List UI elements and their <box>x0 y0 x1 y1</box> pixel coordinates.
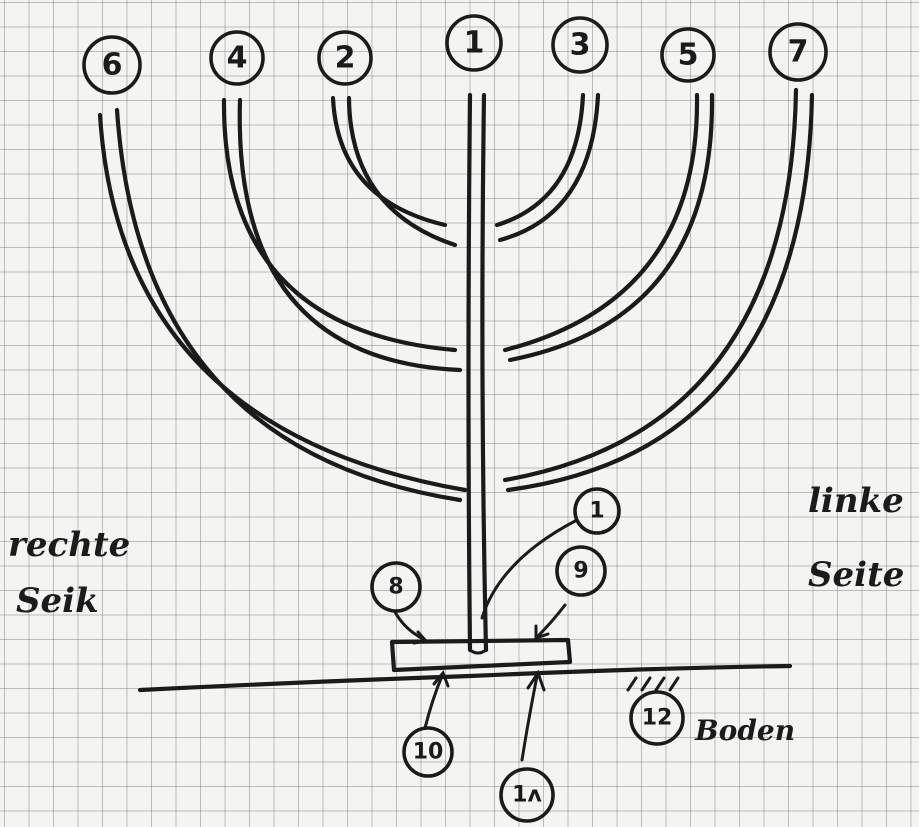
label-bubble-12: 12 <box>629 690 685 746</box>
label-3: 3 <box>570 28 591 63</box>
right-side-label-line2: Seik <box>16 581 99 621</box>
label-trunk: 1 <box>589 499 604 524</box>
label-bubble-2: 2 <box>317 30 373 86</box>
label-10: 10 <box>413 740 444 765</box>
leader-arrows <box>393 518 579 762</box>
base-plate <box>389 637 573 673</box>
label-6: 6 <box>102 48 123 83</box>
label-bubble-11: 1ʌ <box>499 767 555 823</box>
ground-label: Boden <box>694 714 795 747</box>
label-1: 1 <box>464 26 485 61</box>
branch-7-arms <box>502 87 815 493</box>
trunk <box>466 92 489 655</box>
label-11: 1ʌ <box>512 783 542 808</box>
label-bubble-8: 8 <box>370 561 422 613</box>
label-8: 8 <box>388 575 403 600</box>
label-bubble-5: 5 <box>660 27 716 83</box>
branch-4-arms <box>221 97 463 373</box>
ground-line <box>137 663 793 693</box>
label-bubble-trunk: 1 <box>573 487 621 535</box>
branch-5-arms <box>502 92 715 363</box>
branch-2-arms <box>330 95 458 248</box>
label-bubble-10: 10 <box>402 726 454 778</box>
label-bubble-3: 3 <box>551 16 609 74</box>
label-bubble-4: 4 <box>209 30 265 86</box>
label-5: 5 <box>678 38 699 73</box>
branch-3-arms <box>494 92 601 243</box>
label-bubble-6: 6 <box>82 35 142 95</box>
label-9: 9 <box>573 559 588 584</box>
branch-6-arms <box>97 107 468 503</box>
label-4: 4 <box>227 41 248 76</box>
label-bubble-9: 9 <box>555 545 607 597</box>
left-side-label-line2: Seite <box>808 555 904 595</box>
label-2: 2 <box>335 41 356 76</box>
right-side-label-line1: rechte <box>8 525 130 565</box>
label-7: 7 <box>788 35 809 70</box>
label-12: 12 <box>642 706 673 731</box>
left-side-label-line1: linke <box>808 481 904 521</box>
label-bubble-7: 7 <box>768 22 828 82</box>
label-bubble-1: 1 <box>445 14 503 72</box>
